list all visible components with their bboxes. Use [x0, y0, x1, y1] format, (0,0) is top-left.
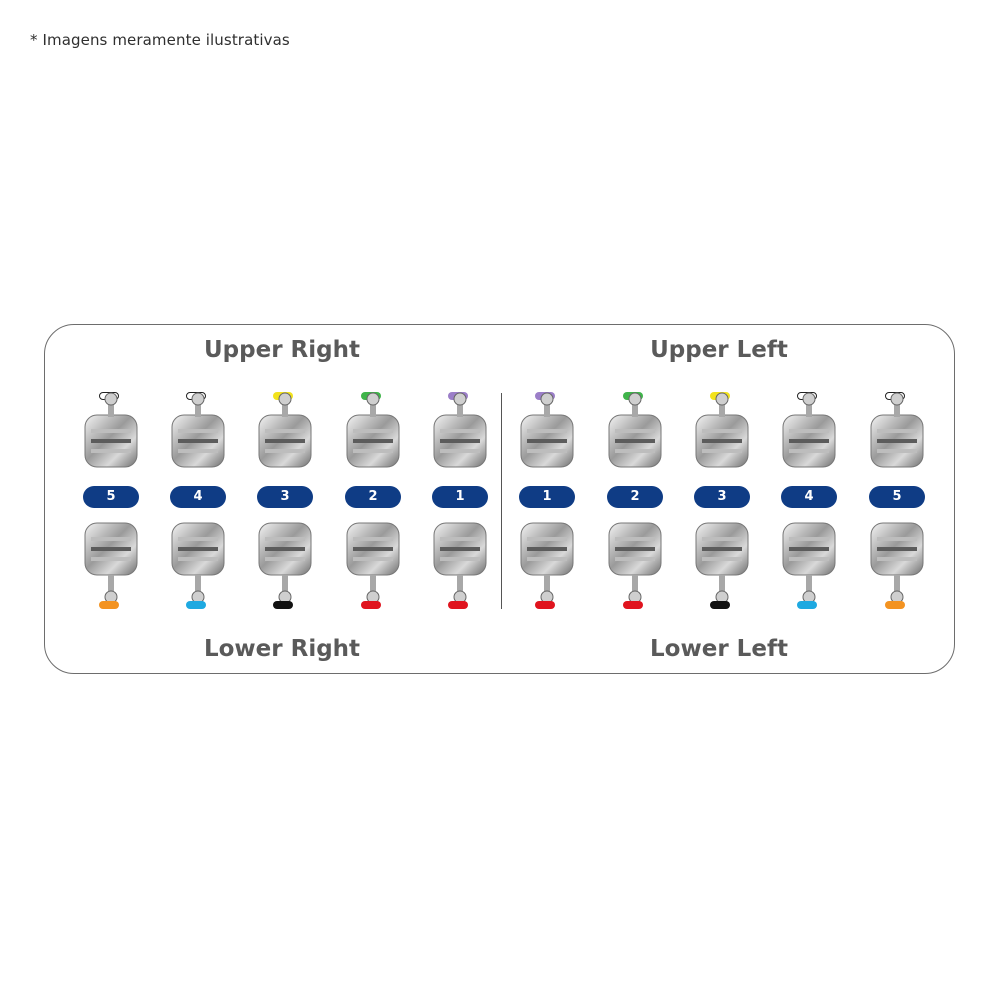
lower-color-marker — [99, 601, 119, 609]
lower-bracket-icon — [779, 521, 839, 611]
lower-bracket-icon — [343, 521, 403, 611]
lower-bracket-icon — [255, 521, 315, 611]
lower-color-marker — [623, 601, 643, 609]
lower-color-marker — [448, 601, 468, 609]
title-lower-right: Lower Right — [203, 636, 361, 662]
tooth-number-badge: 2 — [607, 486, 663, 508]
lower-bracket-icon — [867, 521, 927, 611]
lower-color-marker — [710, 601, 730, 609]
upper-bracket-icon — [81, 387, 141, 477]
upper-bracket-icon — [517, 387, 577, 477]
title-upper-left: Upper Left — [650, 337, 788, 363]
tooth-column: 4 — [168, 389, 258, 649]
tooth-number-badge: 3 — [694, 486, 750, 508]
midline-divider — [501, 393, 502, 609]
lower-bracket-icon — [517, 521, 577, 611]
tooth-column: 4 — [779, 389, 869, 649]
lower-color-marker — [797, 601, 817, 609]
tooth-number-badge: 5 — [869, 486, 925, 508]
disclaimer-note: * Imagens meramente ilustrativas — [30, 31, 290, 49]
upper-bracket-icon — [430, 387, 490, 477]
title-lower-left: Lower Left — [650, 636, 788, 662]
upper-bracket-icon — [779, 387, 839, 477]
lower-bracket-icon — [605, 521, 665, 611]
tooth-number-badge: 1 — [519, 486, 575, 508]
upper-bracket-icon — [168, 387, 228, 477]
tooth-number-badge: 1 — [432, 486, 488, 508]
tooth-number-badge: 4 — [781, 486, 837, 508]
lower-color-marker — [186, 601, 206, 609]
lower-bracket-icon — [430, 521, 490, 611]
upper-bracket-icon — [692, 387, 752, 477]
tooth-column: 1 — [517, 389, 607, 649]
tooth-number-badge: 4 — [170, 486, 226, 508]
tooth-column: 3 — [692, 389, 782, 649]
upper-bracket-icon — [343, 387, 403, 477]
tooth-column: 2 — [605, 389, 695, 649]
upper-bracket-icon — [867, 387, 927, 477]
tooth-number-badge: 2 — [345, 486, 401, 508]
lower-bracket-icon — [692, 521, 752, 611]
tooth-column: 3 — [255, 389, 345, 649]
bracket-chart-panel: Upper Right Upper Left Lower Right Lower… — [44, 324, 955, 674]
tooth-column: 2 — [343, 389, 433, 649]
lower-color-marker — [361, 601, 381, 609]
lower-color-marker — [273, 601, 293, 609]
tooth-column: 1 — [430, 389, 520, 649]
lower-color-marker — [885, 601, 905, 609]
lower-color-marker — [535, 601, 555, 609]
lower-bracket-icon — [168, 521, 228, 611]
lower-bracket-icon — [81, 521, 141, 611]
upper-bracket-icon — [255, 387, 315, 477]
upper-bracket-icon — [605, 387, 665, 477]
tooth-column: 5 — [81, 389, 171, 649]
tooth-column: 5 — [867, 389, 957, 649]
tooth-number-badge: 5 — [83, 486, 139, 508]
tooth-number-badge: 3 — [257, 486, 313, 508]
title-upper-right: Upper Right — [204, 337, 360, 363]
